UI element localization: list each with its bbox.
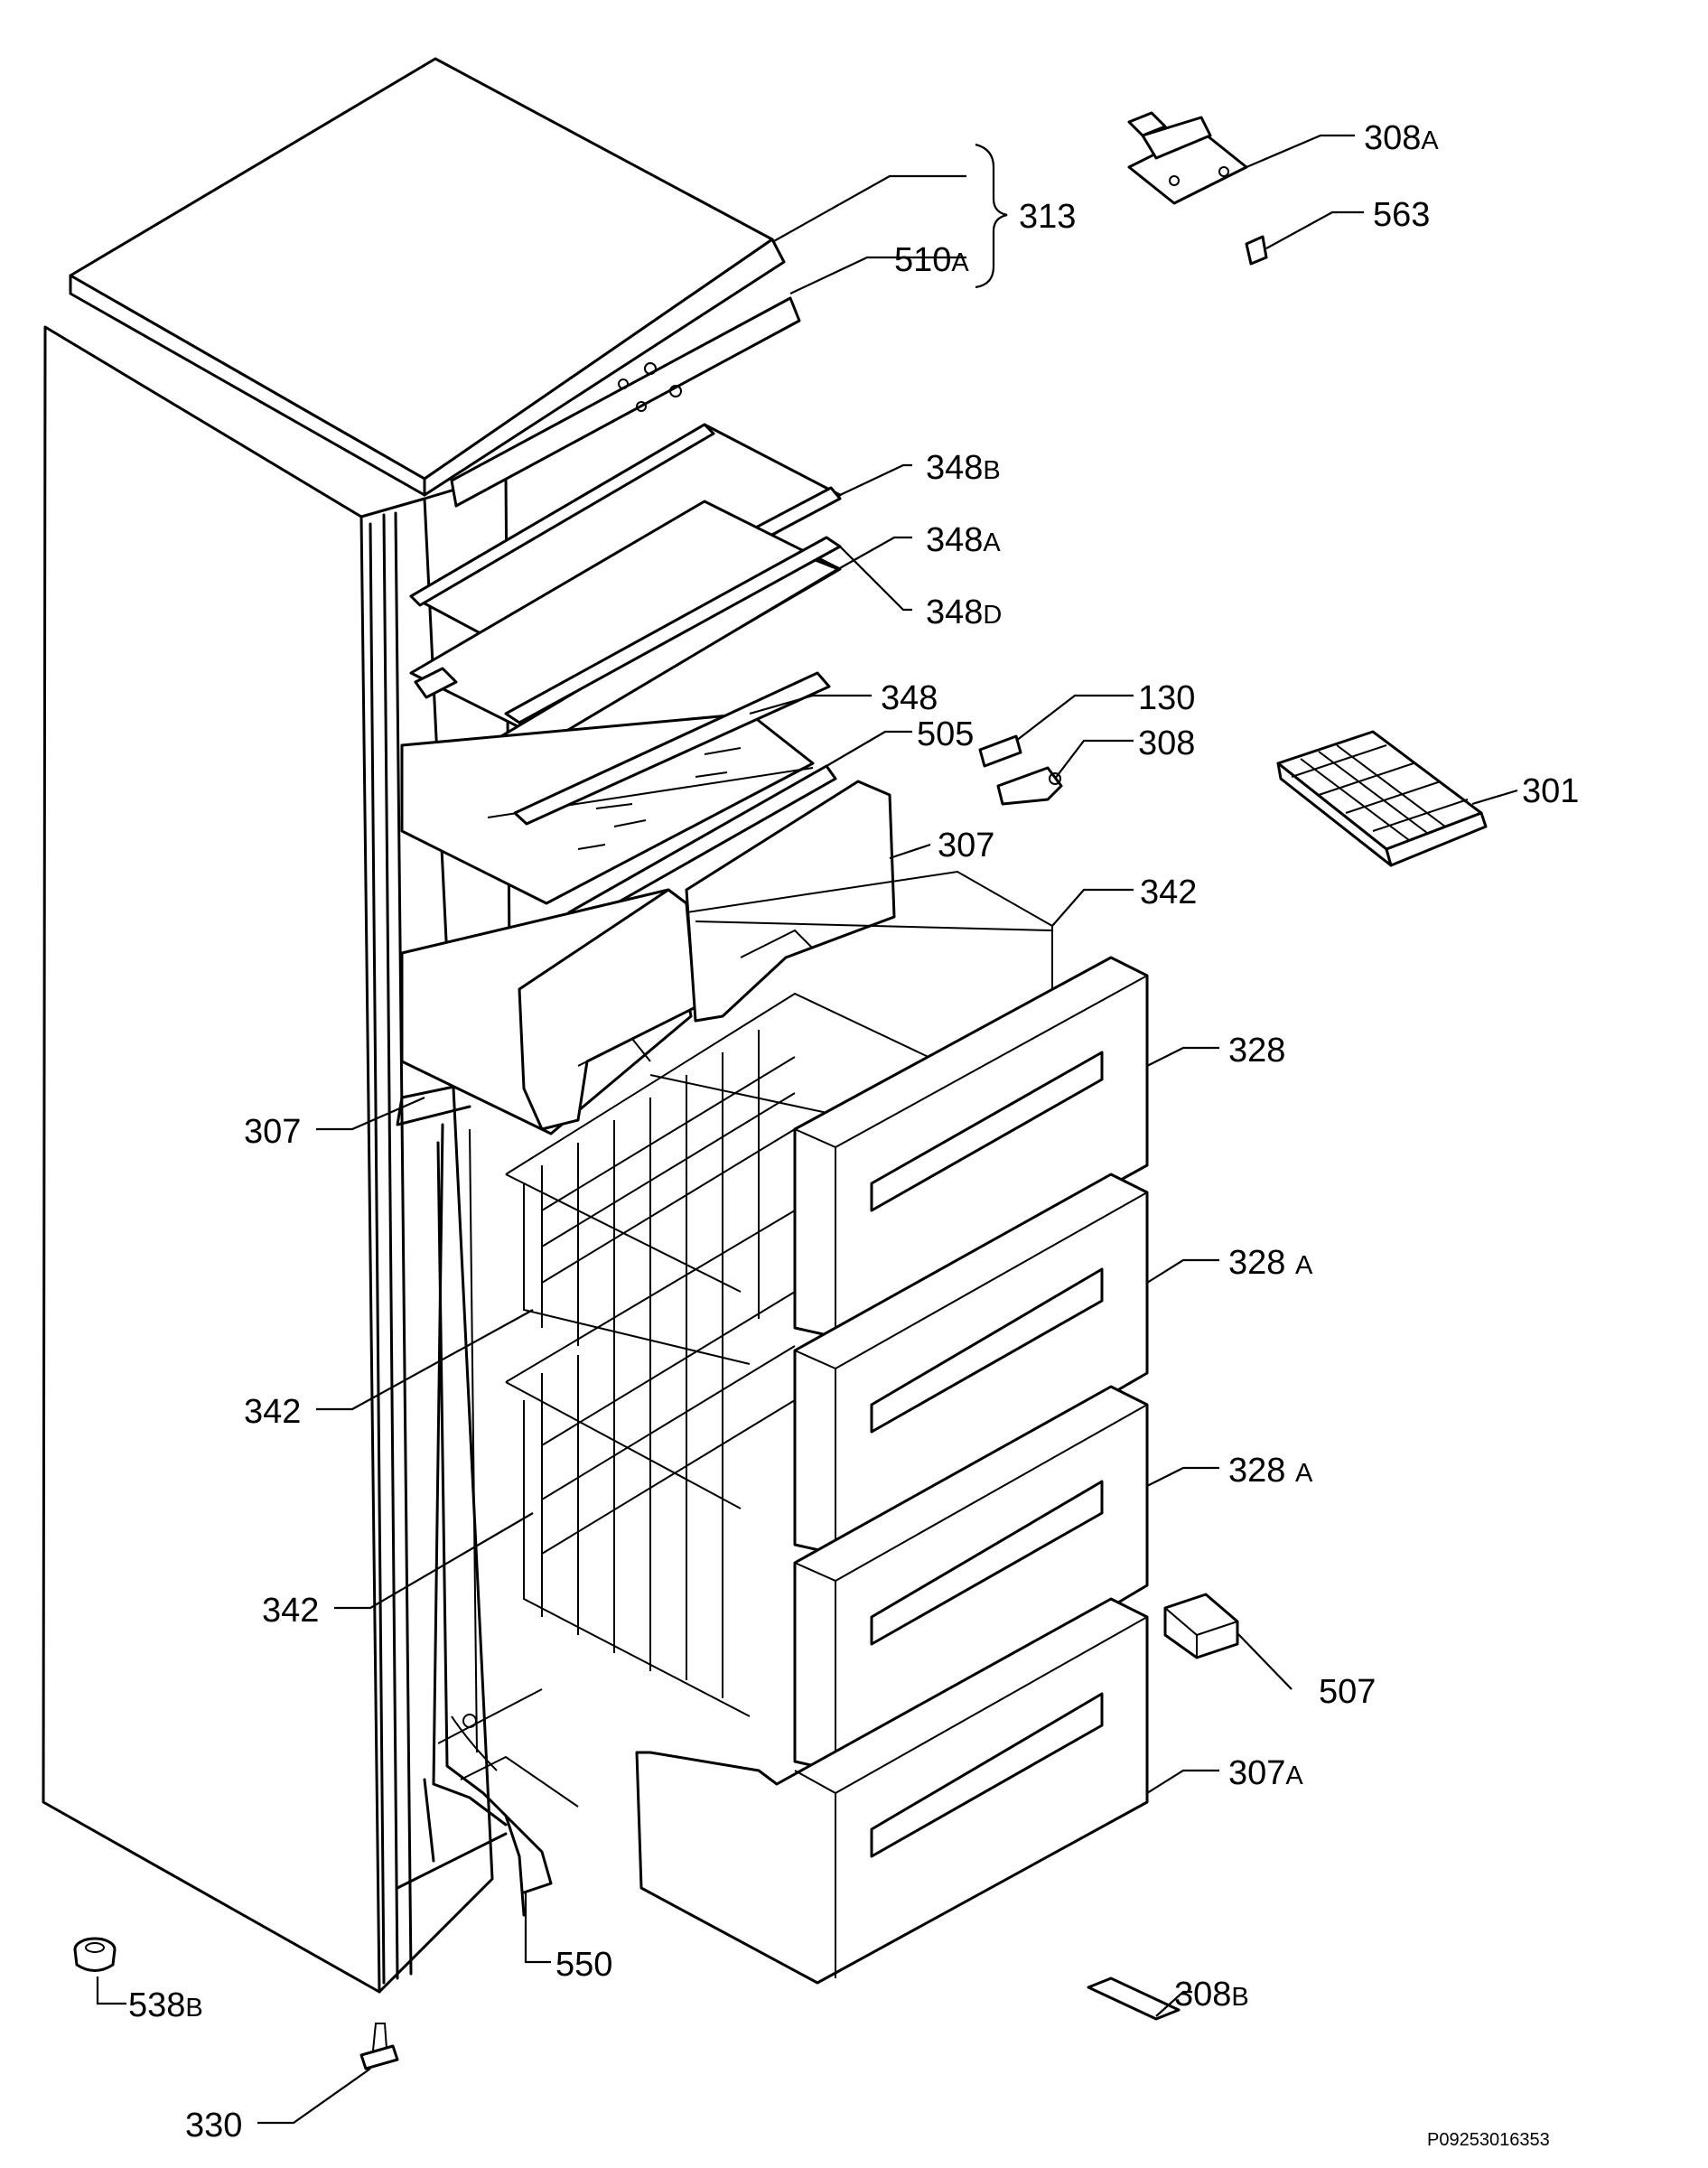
drawing-code: P09253016353 [1427,2130,1550,2150]
callout-348b: 348B [926,449,1001,487]
callout-342-lower: 342 [262,1592,319,1630]
callout-307-left: 307 [244,1113,301,1151]
callout-308b: 308B [1174,1976,1249,2014]
callout-301: 301 [1522,772,1579,810]
glass-shelves [400,423,842,927]
callout-505: 505 [917,715,974,753]
callout-348a: 348A [926,521,1001,559]
callout-308a: 308A [1364,119,1439,157]
callout-348d: 348D [926,593,1002,631]
leader-lines [96,134,1518,2125]
callout-328a-upper: 328 A [1228,1244,1313,1282]
freezer-drawers [635,956,1149,1985]
callout-330: 330 [185,2107,242,2145]
callout-550: 550 [555,1946,612,1984]
callout-507: 507 [1319,1673,1376,1711]
callout-342-middle: 342 [244,1393,301,1431]
flap-drawers [400,780,896,1135]
callout-328: 328 [1228,1032,1285,1070]
callout-342-top: 342 [1140,874,1197,911]
callout-130: 130 [1138,679,1195,717]
callout-313: 313 [1019,198,1076,236]
callout-307-upper: 307 [938,827,994,864]
callout-563: 563 [1373,196,1430,234]
callout-308: 308 [1138,724,1195,762]
callout-labels: 313 510A 308A 563 348B 348A 348D 348 505… [128,119,1579,2145]
cabinet-body [42,325,579,1994]
callout-538b: 538B [128,1986,203,2024]
cabinet-top-cover [69,57,801,508]
callout-510a: 510A [894,241,969,279]
callout-328a-lower: 328 A [1228,1452,1313,1490]
callout-307a: 307A [1228,1754,1303,1792]
small-parts [73,111,1488,2070]
callout-348: 348 [881,679,938,717]
